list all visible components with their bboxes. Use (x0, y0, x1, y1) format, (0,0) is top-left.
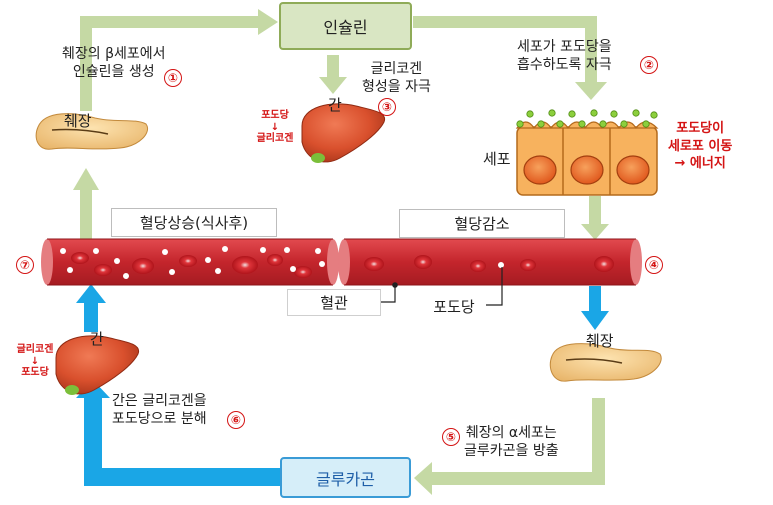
arrow-to-glucagon (432, 472, 605, 485)
arrow-to-cells-head (575, 82, 607, 100)
glucose-dots-right (498, 262, 504, 268)
arrow-vessel-to-pancreas-blue-head (581, 311, 609, 330)
step-2-line1: 세포가 포도당을 (517, 39, 612, 55)
blood-vessel-label: 혈관 (320, 294, 348, 312)
liver-left-conversion: 글리코겐 ↓ 포도당 (6, 344, 64, 379)
liver-top-from: 포도당 (261, 110, 289, 121)
down-arrow-icon: ↓ (30, 355, 40, 367)
step-3-text: 글리코겐 형성을 자극 (362, 61, 431, 96)
step-5-line1: 췌장의 α세포는 (465, 425, 557, 441)
step-4-number: ④ (645, 256, 663, 274)
arrow-liver-to-vessel (84, 302, 98, 332)
cell-energy-note: 포도당이 세로포 이동 → 에너지 (668, 120, 732, 173)
step-5-number: ⑤ (442, 428, 460, 446)
arrow-to-insulin (80, 16, 258, 28)
step-3-line1: 글리코겐 (370, 61, 423, 77)
pancreas-right-label: 췌장 (586, 332, 614, 350)
pancreas-top-illustration (35, 113, 148, 150)
glucagon-label: 글루카곤 (316, 469, 375, 489)
blood-sugar-down-box: 혈당감소 (399, 209, 565, 238)
cell-note-line2: 세로포 이동 (668, 138, 733, 154)
liver-top-conversion: 포도당 ↓ 글리코겐 (247, 110, 303, 145)
liver-top-label: 간 (328, 96, 342, 114)
arrow-glucagon-left (84, 468, 280, 486)
arrow-insulin-right (413, 16, 597, 28)
step-3-line2: 형성을 자극 (362, 78, 431, 95)
arrow-liver-up (84, 395, 102, 486)
step-1-line1: 췌장의 β세포에서 (62, 46, 166, 62)
pancreas-top-label: 췌장 (64, 112, 92, 130)
cells-illustration (515, 109, 659, 196)
step-3-number: ③ (378, 98, 396, 116)
step-2-number: ② (640, 56, 658, 74)
step-1-line2: 인슐린을 생성 (72, 63, 155, 80)
step-1-text: 췌장의 β세포에서 인슐린을 생성 (62, 46, 166, 81)
arrow-cells-to-vessel-head (581, 224, 609, 240)
down-arrow-icon: ↓ (270, 121, 280, 133)
insulin-label: 인슐린 (323, 18, 368, 37)
glucose-label: 포도당 (433, 297, 475, 316)
arrow-to-insulin-head (258, 9, 278, 35)
blood-sugar-down-label: 혈당감소 (454, 215, 510, 233)
arrow-liver-to-vessel-head (76, 284, 106, 303)
glucagon-pathway-arrows (76, 284, 609, 486)
red-blood-cells-left (71, 252, 312, 278)
blood-sugar-up-label: 혈당상승(식사후) (139, 214, 249, 232)
arrow-pancreas-down (592, 398, 605, 484)
liver-top-illustration (301, 103, 386, 163)
step-5-line2: 글루카곤을 방출 (464, 442, 559, 459)
liver-left-from: 글리코겐 (16, 344, 54, 355)
glucose-label-box: 포도당 (422, 293, 486, 319)
arrow-to-cells (585, 16, 597, 82)
step-2-line2: 흡수하도록 자극 (517, 56, 612, 73)
arrow-cells-to-vessel (589, 196, 601, 224)
step-5-text: 췌장의 α세포는 글루카곤을 방출 (464, 425, 559, 460)
blood-sugar-up-box: 혈당상승(식사후) (111, 208, 277, 237)
arrow-insulin-to-liver-head (319, 77, 347, 94)
pancreas-right-illustration (549, 343, 662, 382)
blood-vessel-label-box: 혈관 (287, 289, 381, 316)
step-6-line1: 간은 글리코겐을 (112, 393, 207, 409)
liver-left-illustration (55, 335, 140, 395)
cell-label: 세포 (483, 150, 511, 168)
liver-left-to: 포도당 (21, 366, 49, 378)
cell-note-line3: → 에너지 (674, 156, 726, 172)
insulin-box: 인슐린 (279, 2, 412, 50)
cell-note-line1: 포도당이 (676, 121, 725, 136)
arrow-to-glucagon-head (414, 462, 432, 495)
arrow-insulin-to-liver (327, 55, 339, 77)
red-blood-cells-right (364, 255, 614, 272)
insulin-pathway-arrows (73, 9, 609, 495)
arrow-vessel-to-pancreas-head (73, 168, 99, 190)
step-6-number: ⑥ (227, 411, 245, 429)
arrow-vessel-to-pancreas (80, 190, 92, 240)
glucagon-box: 글루카곤 (280, 457, 411, 498)
callout-lines (380, 267, 503, 306)
step-6-line2: 포도당으로 분해 (112, 410, 207, 427)
liver-left-label: 간 (90, 330, 104, 348)
step-2-text: 세포가 포도당을 흡수하도록 자극 (517, 39, 612, 74)
arrow-vessel-to-pancreas-blue (589, 286, 601, 312)
liver-top-to: 글리코겐 (256, 132, 294, 144)
blood-vessel-right (338, 238, 642, 286)
step-7-number: ⑦ (16, 256, 34, 274)
step-6-text: 간은 글리코겐을 포도당으로 분해 (112, 393, 207, 428)
step-1-number: ① (164, 69, 182, 87)
arrow-pancreas-up (80, 16, 92, 111)
glucose-dots-left (60, 246, 325, 279)
